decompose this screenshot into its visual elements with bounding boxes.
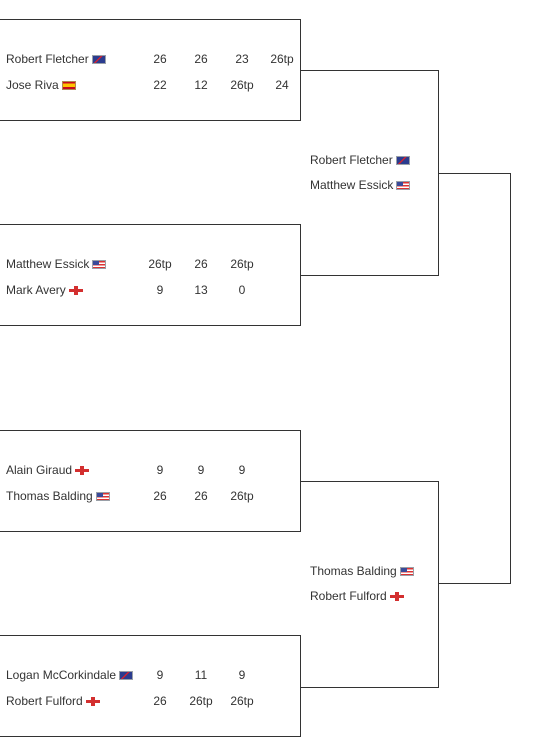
australia-flag-icon <box>91 55 106 64</box>
score: 26 <box>194 257 208 271</box>
round2-player: Matthew Essick <box>310 177 411 193</box>
player-row: Jose Riva <box>6 77 76 93</box>
player-name[interactable]: Logan McCorkindale <box>6 668 117 682</box>
score: 26tp <box>189 694 213 708</box>
player-row: Matthew Essick <box>6 256 107 272</box>
player-name[interactable]: Robert Fletcher <box>310 153 393 167</box>
player-name[interactable]: Matthew Essick <box>6 257 90 271</box>
score: 9 <box>197 463 205 477</box>
connector-line <box>301 687 439 688</box>
player-row: Alain Giraud <box>6 462 90 478</box>
score: 9 <box>156 283 164 297</box>
round2-player: Robert Fletcher <box>310 152 410 168</box>
connector-line <box>438 481 439 688</box>
player-name[interactable]: Matthew Essick <box>310 178 394 192</box>
score: 12 <box>194 78 208 92</box>
score: 26 <box>194 52 208 66</box>
usa-flag-icon <box>399 567 414 576</box>
player-row: Thomas Balding <box>6 488 110 504</box>
player-row: Logan McCorkindale <box>6 667 134 683</box>
score: 26 <box>153 52 167 66</box>
player-name[interactable]: Mark Avery <box>6 283 66 297</box>
connector-line <box>438 583 511 584</box>
player-name[interactable]: Jose Riva <box>6 78 59 92</box>
round2-player: Thomas Balding <box>310 563 414 579</box>
spain-flag-icon <box>61 81 76 90</box>
match-box-2: Matthew Essick 26tp 26 26tp Mark Avery 9… <box>0 224 301 326</box>
australia-flag-icon <box>119 671 134 680</box>
score: 23 <box>235 52 249 66</box>
usa-flag-icon <box>92 260 107 269</box>
australia-flag-icon <box>395 156 410 165</box>
score: 0 <box>238 283 246 297</box>
match-box-3: Alain Giraud 9 9 9 Thomas Balding 26 26 … <box>0 430 301 532</box>
connector-line <box>438 173 511 174</box>
connector-line <box>301 70 439 71</box>
england-flag-icon <box>75 466 90 475</box>
player-name[interactable]: Robert Fletcher <box>6 52 89 66</box>
usa-flag-icon <box>95 492 110 501</box>
score: 13 <box>194 283 208 297</box>
score: 9 <box>156 463 164 477</box>
england-flag-icon <box>68 286 83 295</box>
player-name[interactable]: Thomas Balding <box>6 489 93 503</box>
player-name[interactable]: Thomas Balding <box>310 564 397 578</box>
connector-line <box>510 173 511 584</box>
player-row: Robert Fletcher <box>6 51 106 67</box>
match-box-1: Robert Fletcher 26 26 23 26tp Jose Riva … <box>0 19 301 121</box>
score: 9 <box>238 668 246 682</box>
score: 26 <box>153 694 167 708</box>
player-row: Mark Avery <box>6 282 83 298</box>
connector-line <box>301 481 439 482</box>
score: 9 <box>156 668 164 682</box>
england-flag-icon <box>85 697 100 706</box>
score: 26tp <box>230 78 254 92</box>
score: 22 <box>153 78 167 92</box>
score: 26 <box>153 489 167 503</box>
match-box-4: Logan McCorkindale 9 11 9 Robert Fulford… <box>0 635 301 737</box>
score: 11 <box>194 668 208 682</box>
player-row: Robert Fulford <box>6 693 100 709</box>
player-name[interactable]: Alain Giraud <box>6 463 73 477</box>
score: 24 <box>275 78 289 92</box>
score: 26tp <box>230 489 254 503</box>
score: 26tp <box>230 257 254 271</box>
score: 26tp <box>230 694 254 708</box>
england-flag-icon <box>389 592 404 601</box>
connector-line <box>301 275 439 276</box>
score: 26tp <box>148 257 172 271</box>
round2-player: Robert Fulford <box>310 588 404 604</box>
score: 26tp <box>270 52 294 66</box>
usa-flag-icon <box>396 181 411 190</box>
player-name[interactable]: Robert Fulford <box>310 589 387 603</box>
score: 26 <box>194 489 208 503</box>
player-name[interactable]: Robert Fulford <box>6 694 83 708</box>
score: 9 <box>238 463 246 477</box>
